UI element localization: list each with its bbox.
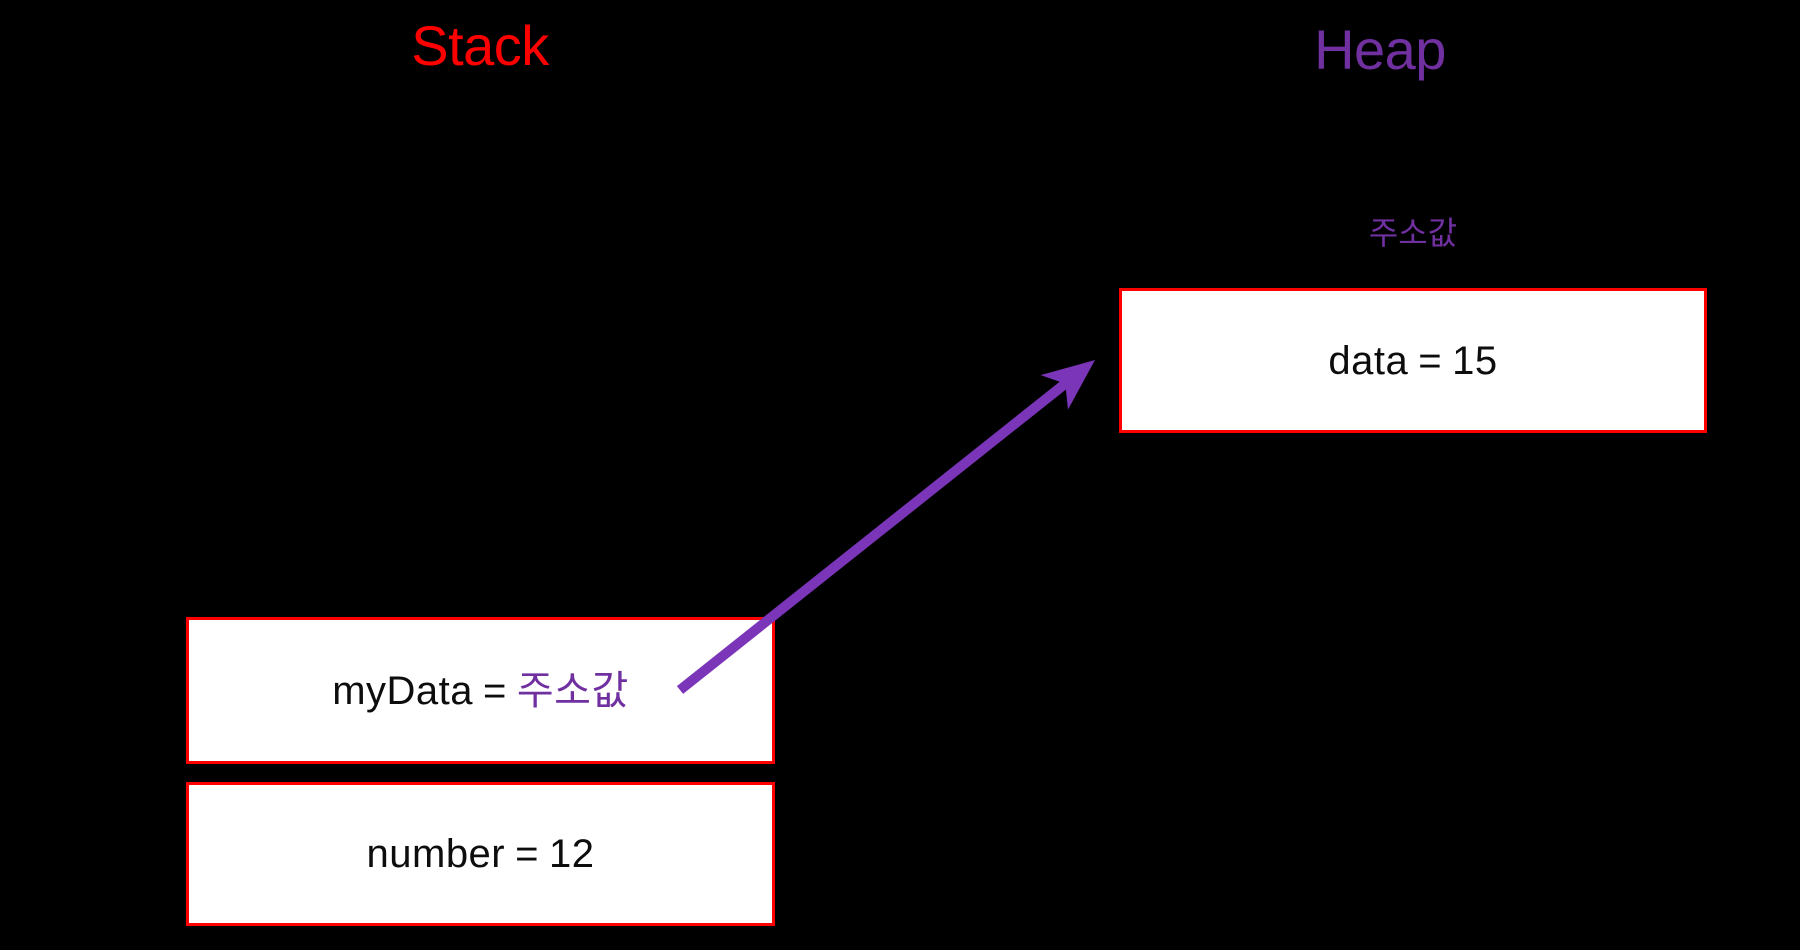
stack-cell-mydata: myData=주소값	[186, 617, 775, 764]
stack-cell-number-separator: =	[515, 832, 539, 876]
heap-cell-data-value: 15	[1452, 338, 1498, 383]
heap-column-title: Heap	[1314, 18, 1446, 81]
heap-address-label: 주소값	[1368, 215, 1458, 251]
heap-cell-data-name: data	[1328, 338, 1409, 383]
stack-cell-number-text: number=12	[367, 834, 595, 874]
arrow-head	[1040, 360, 1095, 410]
heap-cell-data-text: data=15	[1328, 341, 1497, 381]
stack-column-title: Stack	[411, 14, 549, 77]
stack-cell-mydata-separator: =	[483, 668, 507, 713]
heap-cell-data-separator: =	[1418, 338, 1443, 383]
heap-cell-data: data=15	[1119, 288, 1707, 433]
stack-cell-mydata-name: myData	[332, 668, 474, 713]
stack-cell-number: number=12	[186, 782, 775, 926]
stack-cell-mydata-value: 주소값	[516, 668, 629, 713]
stack-cell-number-name: number	[366, 832, 506, 876]
stack-cell-mydata-text: myData=주소값	[332, 671, 629, 711]
stack-cell-number-value: 12	[548, 832, 595, 876]
